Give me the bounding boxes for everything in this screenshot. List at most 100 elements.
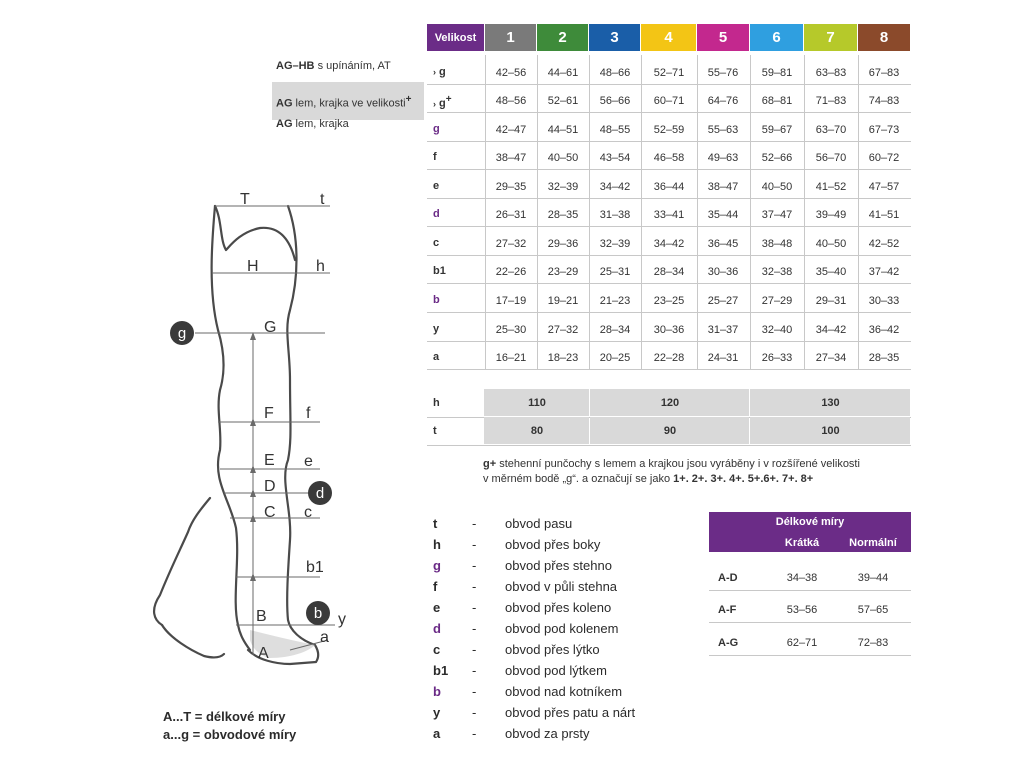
size-header-3: 3 (589, 24, 640, 51)
glossary-key-e: e (433, 600, 441, 615)
size-cell: 28–34 (599, 324, 631, 336)
size-cell: 41–51 (868, 209, 900, 221)
svg-text:d: d (316, 485, 324, 502)
size-row-label-f: f (433, 151, 437, 163)
table-column-divider (589, 55, 590, 370)
size-cell: 22–26 (495, 266, 527, 278)
size-cell: 25–30 (495, 324, 527, 336)
size-cell: 28–35 (868, 352, 900, 364)
size-cell: 63–70 (815, 124, 847, 136)
glossary-dash: - (472, 684, 477, 699)
length-row-divider (709, 655, 911, 656)
size-header-1: 1 (485, 24, 536, 51)
table-column-divider (485, 55, 486, 370)
size-cell: 34–42 (815, 324, 847, 336)
ht-cell: 90 (663, 425, 677, 437)
ht-cell: 100 (821, 425, 840, 437)
glossary-key-b1: b1 (433, 663, 449, 678)
size-cell: 67–83 (868, 67, 900, 79)
size-cell: 36–42 (868, 324, 900, 336)
table-row-divider (427, 341, 911, 342)
glossary-dash: - (472, 579, 477, 594)
size-cell: 19–21 (547, 295, 579, 307)
size-cell: 16–21 (495, 352, 527, 364)
size-cell: 30–33 (868, 295, 900, 307)
glossary-text: obvod v půli stehna (505, 579, 618, 594)
glossary-key-d: d (433, 621, 441, 636)
size-cell: 30–36 (707, 266, 739, 278)
glossary-text: obvod přes lýtko (505, 642, 600, 657)
circle-marker-b: b (306, 601, 330, 625)
table-column-divider (804, 55, 805, 370)
size-cell: 37–47 (761, 209, 793, 221)
size-cell: 20–25 (599, 352, 631, 364)
table-row-divider (427, 84, 911, 85)
ht-cell-bg (590, 389, 749, 416)
label-a: a (320, 629, 329, 646)
size-cell: 55–76 (707, 67, 739, 79)
circle-marker-d: d (308, 481, 332, 505)
size-cell: 17–19 (495, 295, 527, 307)
glossary-key-y: y (433, 705, 441, 720)
label-h: h (316, 258, 325, 275)
table-row-divider (427, 198, 911, 199)
variant-highlight-band (272, 82, 424, 120)
size-cell: 37–42 (868, 266, 900, 278)
size-cell: 35–40 (815, 266, 847, 278)
size-cell: 33–41 (653, 209, 685, 221)
table-row-divider (427, 255, 911, 256)
size-header-label: Velikost (427, 24, 484, 51)
size-cell: 23–25 (653, 295, 685, 307)
table-row-divider (427, 141, 911, 142)
table-row-divider (427, 312, 911, 313)
size-cell: 67–73 (868, 124, 900, 136)
table-row-divider (427, 369, 911, 370)
label-D: D (264, 478, 276, 495)
size-cell: 68–81 (761, 95, 793, 107)
table-row-divider (427, 169, 911, 170)
size-cell: 40–50 (761, 181, 793, 193)
glossary-text: obvod za prsty (505, 726, 590, 741)
size-cell: 52–71 (653, 67, 685, 79)
size-cell: 36–45 (707, 238, 739, 250)
size-cell: 29–36 (547, 238, 579, 250)
size-row-label-y: y (433, 323, 440, 335)
size-cell: 39–49 (815, 209, 847, 221)
label-C: C (264, 504, 276, 521)
size-row-label-a: a (433, 351, 440, 363)
ht-cell: 120 (660, 397, 680, 409)
glossary-dash: - (472, 516, 477, 531)
label-F: F (264, 405, 274, 422)
size-cell: 18–23 (547, 352, 579, 364)
size-cell: 46–58 (653, 152, 685, 164)
ht-cell: 80 (530, 425, 544, 437)
glossary-key-h: h (433, 537, 441, 552)
ht-cell-bg (590, 417, 749, 444)
arrowheads (250, 332, 256, 581)
size-cell: 52–59 (653, 124, 685, 136)
length-short-value: 53–56 (786, 604, 818, 616)
glossary-text: obvod přes patu a nárt (505, 705, 636, 720)
size-cell: 32–39 (547, 181, 579, 193)
size-cell: 59–81 (761, 67, 793, 79)
label-y: y (338, 611, 346, 628)
ht-cell-bg (750, 417, 910, 444)
size-row-label-g: g (433, 123, 440, 135)
size-cell: 29–31 (815, 295, 847, 307)
size-cell: 40–50 (815, 238, 847, 250)
size-cell: 42–56 (495, 67, 527, 79)
note-line-1: g+ stehenní punčochy s lemem a krajkou j… (483, 458, 860, 470)
glossary-text: obvod pasu (505, 516, 573, 531)
length-table-title: Délkové míry (775, 516, 845, 528)
size-cell: 71–83 (815, 95, 847, 107)
glossary-text: obvod přes stehno (505, 558, 612, 573)
size-cell: 56–70 (815, 152, 847, 164)
size-cell: 27–29 (761, 295, 793, 307)
size-cell: 27–34 (815, 352, 847, 364)
label-B: B (256, 608, 267, 625)
size-cell: 36–44 (653, 181, 685, 193)
length-row-label: A-D (718, 572, 738, 584)
ht-row-label-h: h (433, 397, 440, 409)
leg-outline (153, 204, 320, 666)
size-cell: 25–31 (599, 266, 631, 278)
